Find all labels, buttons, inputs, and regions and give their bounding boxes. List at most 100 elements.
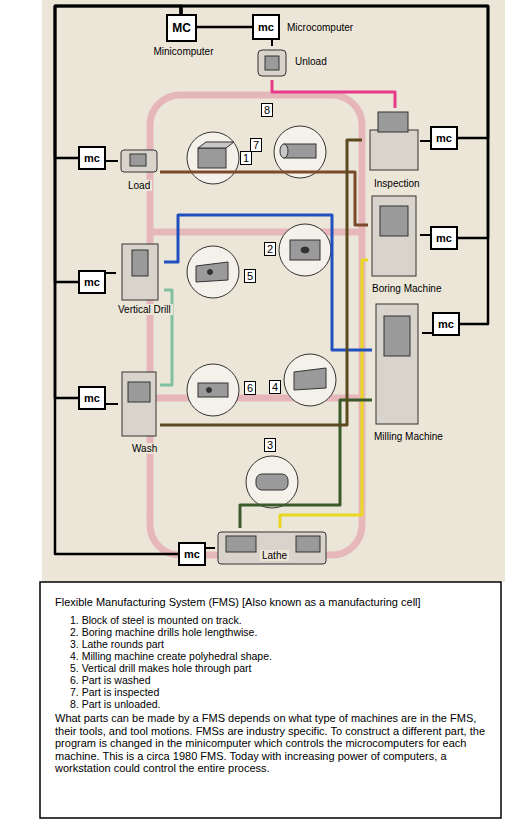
machine-drawings-part: [121, 150, 157, 172]
machine: Inspection: [362, 108, 420, 174]
machine-drawings-part: [370, 130, 418, 170]
computer-box: mc: [78, 270, 106, 294]
computer-box: mc: [78, 386, 106, 410]
computer-label: mc: [84, 276, 100, 288]
part-route: [164, 215, 372, 350]
callout-number: 6: [244, 381, 256, 395]
machine: Wash: [118, 368, 160, 440]
step-text: 3. Lathe rounds part: [70, 638, 164, 650]
computer-label: MC: [172, 21, 191, 35]
part-route: [240, 400, 372, 528]
part-route: [160, 172, 368, 225]
control-wire: [271, 40, 273, 46]
part-circles-part: [274, 126, 326, 178]
track: [150, 95, 362, 555]
computer-label: mc: [84, 392, 100, 404]
part-route: [160, 140, 362, 425]
computer-label: mc: [438, 318, 454, 330]
computer-name: Microcomputer: [285, 22, 355, 33]
callout-number: 7: [250, 138, 262, 152]
step-text: 1. Block of steel is mounted on track.: [70, 614, 242, 626]
machine-drawings-part: [132, 250, 148, 276]
machine: Unload: [255, 46, 289, 80]
part-circles-part: [207, 388, 212, 393]
part-circles-part: [187, 246, 239, 298]
part-circles-part: [294, 368, 326, 390]
caption-text: What parts can be made by a FMS depends …: [55, 712, 495, 775]
machine-drawings-part: [384, 316, 410, 356]
machine: Milling Machine: [372, 300, 422, 428]
callout-number: 3: [264, 438, 276, 452]
network-wire: [197, 26, 252, 29]
callout-number: 4: [269, 380, 281, 394]
step-text: 2. Boring machine drills hole lengthwise…: [70, 626, 257, 638]
machine: Vertical Drill: [116, 240, 164, 302]
network-wire: [55, 6, 181, 398]
machine-label: Inspection: [372, 178, 422, 189]
computer-box: mc: [432, 312, 460, 336]
machine-drawings-part: [296, 536, 320, 552]
machine-drawings-part: [376, 304, 418, 424]
machine-drawings-part: [122, 372, 156, 436]
control-wire: [422, 332, 432, 334]
part-circles-part: [256, 474, 288, 490]
part-circles-part: [301, 247, 309, 253]
part-circles-part: [196, 262, 228, 282]
part-circles-part: [187, 364, 239, 416]
computer-box: mc: [178, 542, 206, 566]
part-circles-part: [279, 224, 331, 276]
machine-drawings-part: [218, 532, 326, 564]
machine-drawings-part: [372, 196, 416, 276]
part-circles-part: [198, 383, 228, 397]
computer-label: mc: [184, 548, 200, 560]
machine-drawings-part: [226, 536, 256, 552]
machine-drawings-part: [380, 206, 408, 236]
background: [40, 0, 505, 818]
machine: Boring Machine: [368, 190, 420, 280]
machine-drawings-part: [128, 382, 150, 402]
machine-drawings-part: [378, 112, 408, 132]
part-circles-part: [198, 142, 234, 148]
computer-box: MCMinicomputer: [166, 14, 197, 42]
part-route: [272, 80, 395, 108]
part-circles-part: [284, 144, 316, 158]
machine-label: Unload: [293, 56, 329, 67]
callout-number: 1: [240, 151, 252, 165]
part-circles-part: [290, 240, 320, 260]
machine-label: Lathe: [260, 550, 289, 561]
computer-box: mc: [430, 126, 458, 150]
control-wire: [420, 234, 430, 236]
control-wire: [106, 160, 118, 162]
machine-label: Wash: [130, 443, 159, 454]
control-wire: [206, 547, 215, 549]
computer-label: mc: [436, 232, 452, 244]
track-part: [150, 95, 362, 555]
computer-label: mc: [258, 21, 274, 33]
callout-number: 8: [261, 103, 273, 117]
network-wire: [181, 6, 488, 324]
part-route: [280, 260, 368, 528]
control-wire: [106, 272, 116, 274]
computer-label: mc: [436, 132, 452, 144]
callout-number: 5: [244, 269, 256, 283]
control-wire: [106, 403, 118, 405]
machine-label: Milling Machine: [372, 431, 445, 442]
computer-box: mc: [78, 146, 106, 170]
network-wire: [55, 6, 181, 158]
part-circles-part: [284, 354, 336, 406]
background-part: [40, 582, 501, 818]
network-wire: [55, 6, 181, 554]
step-text: 4. Milling machine create polyhedral sha…: [70, 650, 272, 662]
background-part: [42, 0, 505, 582]
step-text: 7. Part is inspected: [70, 686, 159, 698]
machine-label: Boring Machine: [370, 283, 443, 294]
part-circles-part: [198, 148, 226, 168]
machine-drawings-part: [130, 154, 146, 166]
part-circles-part: [208, 270, 213, 275]
control-wire: [420, 140, 430, 142]
computer-box: mcMicrocomputer: [252, 14, 280, 40]
step-text: 6. Part is washed: [70, 674, 151, 686]
computer-name: Minicomputer: [151, 46, 215, 57]
machine-drawings-part: [265, 56, 279, 70]
machine: Load: [118, 145, 160, 177]
